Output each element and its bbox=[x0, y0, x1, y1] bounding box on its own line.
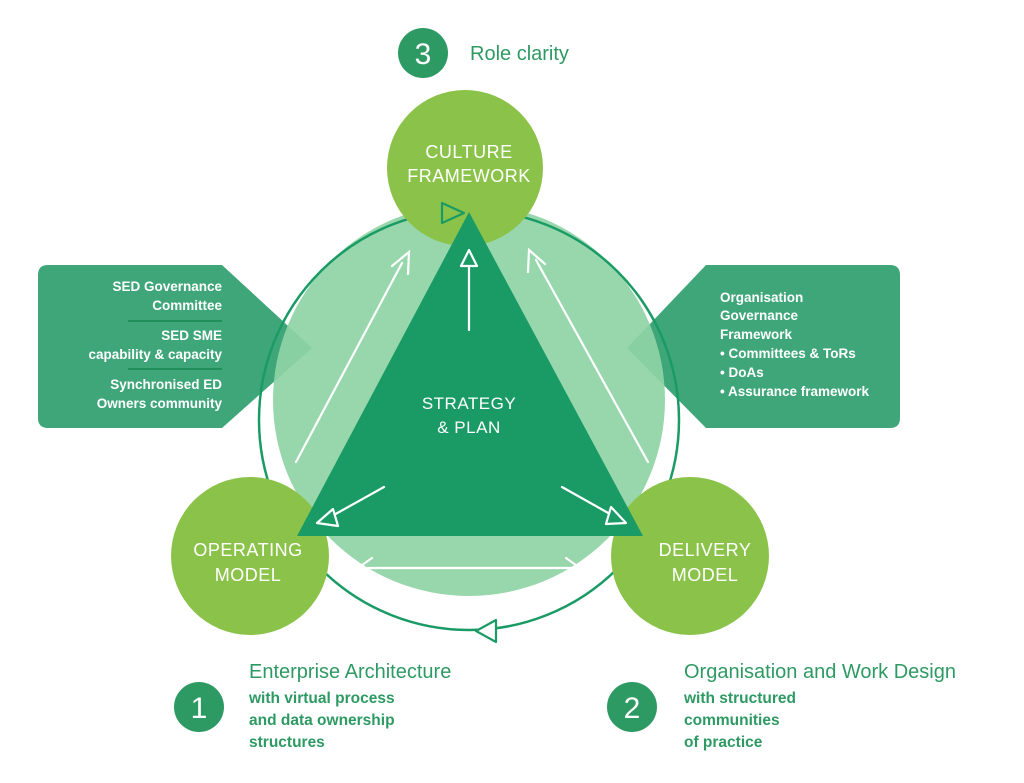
organisation-line-1: with structured bbox=[683, 690, 796, 707]
number-badge-3 bbox=[398, 28, 448, 78]
number-badge-2 bbox=[607, 682, 657, 732]
left-item-3-line1: Synchronised ED bbox=[110, 377, 222, 392]
arrow-center-right-head bbox=[604, 505, 628, 526]
enterprise-line-3: structures bbox=[249, 734, 325, 751]
enterprise-title: Enterprise Architecture bbox=[249, 661, 451, 683]
delivery-label-line2: MODEL bbox=[672, 565, 739, 585]
arrow-bottom-head-left bbox=[356, 556, 374, 580]
number-badge-1 bbox=[174, 682, 224, 732]
right-line-2: Governance bbox=[720, 308, 799, 323]
arrow-right-up-shaft bbox=[534, 258, 650, 464]
operating-label-line1: OPERATING bbox=[193, 540, 302, 560]
center-label-line2: & PLAN bbox=[437, 418, 500, 437]
delivery-label-line1: DELIVERY bbox=[659, 540, 752, 560]
left-callout: SED Governance Committee SED SME capabil… bbox=[38, 265, 312, 428]
enterprise-line-1: with virtual process bbox=[248, 690, 395, 707]
ring-arrow-bottom bbox=[474, 618, 498, 644]
section-enterprise-architecture: 1 Enterprise Architecture with virtual p… bbox=[174, 661, 451, 751]
organisation-title: Organisation and Work Design bbox=[684, 661, 956, 683]
arrow-center-left-head bbox=[315, 507, 340, 528]
culture-label-line1: CULTURE bbox=[425, 142, 512, 162]
operating-label-line2: MODEL bbox=[215, 565, 282, 585]
culture-node bbox=[387, 90, 543, 246]
arrow-left-up-shaft bbox=[294, 261, 404, 464]
left-item-1-line1: SED Governance bbox=[112, 279, 222, 294]
section-role-clarity: 3 Role clarity bbox=[398, 28, 569, 78]
right-line-3: Framework bbox=[720, 327, 793, 342]
number-1-text: 1 bbox=[191, 692, 208, 725]
right-bullet-1: • Committees & ToRs bbox=[720, 346, 856, 361]
inner-arrow-heads bbox=[315, 248, 628, 528]
arrow-left-up-head bbox=[390, 249, 411, 276]
culture-label-line2: FRAMEWORK bbox=[407, 166, 531, 186]
left-callout-shape bbox=[38, 265, 312, 428]
right-callout: Organisation Governance Framework • Comm… bbox=[627, 265, 900, 428]
organisation-line-3: of practice bbox=[684, 734, 763, 751]
organisation-line-2: communities bbox=[684, 712, 780, 729]
arrow-center-left-shaft bbox=[330, 485, 386, 518]
inner-arrows bbox=[294, 247, 650, 580]
number-2-text: 2 bbox=[624, 692, 641, 725]
right-bullet-2: • DoAs bbox=[720, 365, 764, 380]
arrow-right-up-head bbox=[526, 247, 547, 274]
right-callout-shape bbox=[627, 265, 900, 428]
left-item-2-line2: capability & capacity bbox=[88, 347, 222, 362]
role-clarity-title: Role clarity bbox=[470, 43, 569, 65]
arrow-center-right-shaft bbox=[560, 485, 612, 516]
strategy-triangle bbox=[297, 212, 643, 536]
number-3-text: 3 bbox=[415, 38, 432, 71]
ring-arrow-top bbox=[440, 201, 466, 225]
enterprise-line-2: and data ownership bbox=[249, 712, 395, 729]
center-label-line1: STRATEGY bbox=[422, 394, 516, 413]
left-item-2-line1: SED SME bbox=[161, 328, 222, 343]
right-line-1: Organisation bbox=[720, 290, 803, 305]
arrow-bottom-head-right bbox=[564, 556, 582, 580]
arrow-center-up-head bbox=[459, 248, 479, 268]
operating-node bbox=[171, 477, 329, 635]
right-bullet-3: • Assurance framework bbox=[720, 384, 870, 399]
section-organisation-work-design: 2 Organisation and Work Design with stru… bbox=[607, 661, 956, 751]
left-item-3-line2: Owners community bbox=[97, 396, 223, 411]
delivery-node bbox=[611, 477, 769, 635]
left-item-1-line2: Committee bbox=[152, 298, 222, 313]
